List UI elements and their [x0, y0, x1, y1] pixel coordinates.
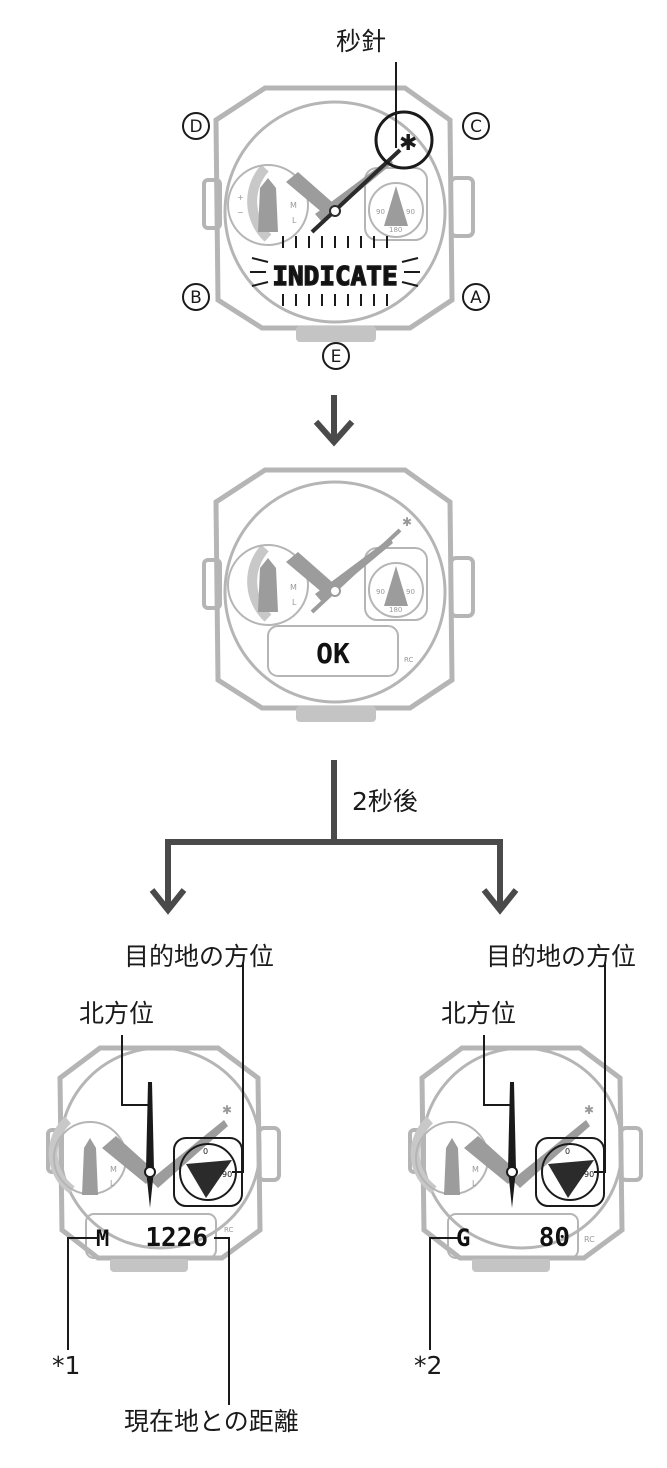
svg-text:90: 90 — [222, 1170, 232, 1179]
note2-leader — [429, 1237, 458, 1350]
svg-text:0: 0 — [565, 1147, 570, 1156]
svg-text:L: L — [110, 1179, 115, 1188]
north-bearing-label-left: 北方位 — [79, 999, 154, 1028]
destination-bearing-label-right: 目的地の方位 — [486, 942, 636, 971]
subdial-minus: − — [237, 208, 244, 217]
down-arrow-1 — [313, 395, 355, 447]
button-b: B — [182, 283, 210, 311]
subdial-plus: + — [237, 193, 244, 202]
button-d: D — [182, 112, 210, 140]
north-hand — [508, 1082, 516, 1208]
note1-leader — [67, 1237, 98, 1350]
lcd-window — [85, 1213, 217, 1259]
branch-arrow — [149, 760, 519, 915]
second-hand — [310, 528, 402, 614]
bluetooth-icon: ✱ — [222, 1103, 232, 1117]
north-leader — [121, 1035, 148, 1106]
watch-result-right: M L 0 90 ✱ G 80 RC — [408, 962, 643, 1350]
lcd-flash: INDICATE — [250, 236, 420, 306]
lcd-symbol-m: M — [96, 1227, 109, 1252]
hour-hand — [286, 172, 332, 214]
hour-hand — [286, 552, 332, 594]
lcd-distance-value: 1226 — [145, 1223, 208, 1253]
button-c: C — [462, 112, 490, 140]
button-a: A — [462, 283, 490, 311]
left-subdial: M L — [48, 1116, 127, 1195]
bluetooth-icon: ✱ — [402, 515, 412, 529]
hour-hand — [102, 1136, 156, 1184]
lcd-distance-value-right: 80 — [539, 1223, 570, 1253]
bezel — [223, 100, 447, 324]
bezel — [223, 480, 447, 704]
lcd-symbol-g: G — [456, 1224, 470, 1252]
subdial-l: L — [292, 216, 297, 225]
lcd-ok-text: OK — [316, 637, 350, 670]
side-button-left — [202, 178, 222, 230]
svg-text:M: M — [472, 1165, 479, 1174]
right-compass: 0 90 — [535, 1137, 605, 1207]
note1-label: *1 — [52, 1351, 80, 1380]
button-e: E — [322, 342, 350, 370]
svg-text:90: 90 — [376, 588, 385, 596]
svg-text:180: 180 — [389, 606, 402, 614]
right-compass: 90 90 180 — [364, 167, 428, 241]
second-hand-label: 秒針 — [336, 27, 386, 56]
distance-leader — [214, 1237, 230, 1405]
bluetooth-icon: ✱ — [584, 1103, 594, 1117]
svg-text:L: L — [292, 598, 297, 607]
left-subdial: + − M L — [227, 164, 309, 246]
svg-text:90: 90 — [584, 1170, 594, 1179]
hour-hand — [464, 1136, 518, 1184]
note2-label: *2 — [414, 1351, 442, 1380]
hand-pivot — [329, 205, 341, 217]
destination-leader-left — [232, 962, 244, 1173]
svg-text:M: M — [290, 583, 297, 592]
watch-indicate: + − M L 90 90 180 ✱ — [182, 27, 490, 370]
svg-text:C: C — [470, 117, 482, 137]
svg-text:E: E — [331, 347, 342, 367]
svg-text:M: M — [110, 1165, 117, 1174]
svg-text:B: B — [190, 288, 202, 308]
svg-text:90: 90 — [406, 588, 415, 596]
north-leader — [483, 1035, 510, 1106]
bluetooth-icon: ✱ — [399, 131, 417, 156]
svg-text:D: D — [189, 117, 202, 137]
bluetooth-highlight — [374, 110, 434, 170]
right-compass: 90 90 180 — [364, 547, 428, 621]
left-subdial: M L — [227, 544, 309, 626]
subdial-m: M — [290, 201, 297, 210]
svg-text:L: L — [472, 1179, 477, 1188]
lcd-indicate-text: INDICATE — [272, 262, 397, 292]
lcd-rc: RC — [404, 656, 414, 664]
destination-leader-right — [594, 962, 606, 1173]
watch-result-left: M L 0 90 ✱ M 1226 RC — [46, 962, 281, 1405]
lcd-rc: RC — [224, 1226, 234, 1234]
north-hand — [146, 1082, 154, 1208]
delay-label: 2秒後 — [352, 787, 418, 816]
left-subdial: M L — [410, 1116, 489, 1195]
compass-90-left: 90 — [376, 208, 385, 216]
second-hand — [310, 148, 402, 234]
watch-ok: M L 90 90 180 ✱ OK RC — [202, 467, 475, 722]
distance-label: 現在地との距離 — [124, 1407, 299, 1436]
lcd-rc-right: RC — [584, 1235, 595, 1244]
bottom-button — [296, 326, 376, 342]
lcd-window — [447, 1213, 579, 1259]
lcd-window — [267, 625, 399, 677]
right-compass: 0 90 — [173, 1137, 243, 1207]
crown-button — [449, 176, 475, 238]
svg-text:A: A — [470, 288, 482, 308]
compass-180: 180 — [389, 226, 402, 234]
north-bearing-label-right: 北方位 — [441, 999, 516, 1028]
compass-90-right: 90 — [406, 208, 415, 216]
svg-text:0: 0 — [203, 1147, 208, 1156]
destination-bearing-label-left: 目的地の方位 — [124, 942, 274, 971]
